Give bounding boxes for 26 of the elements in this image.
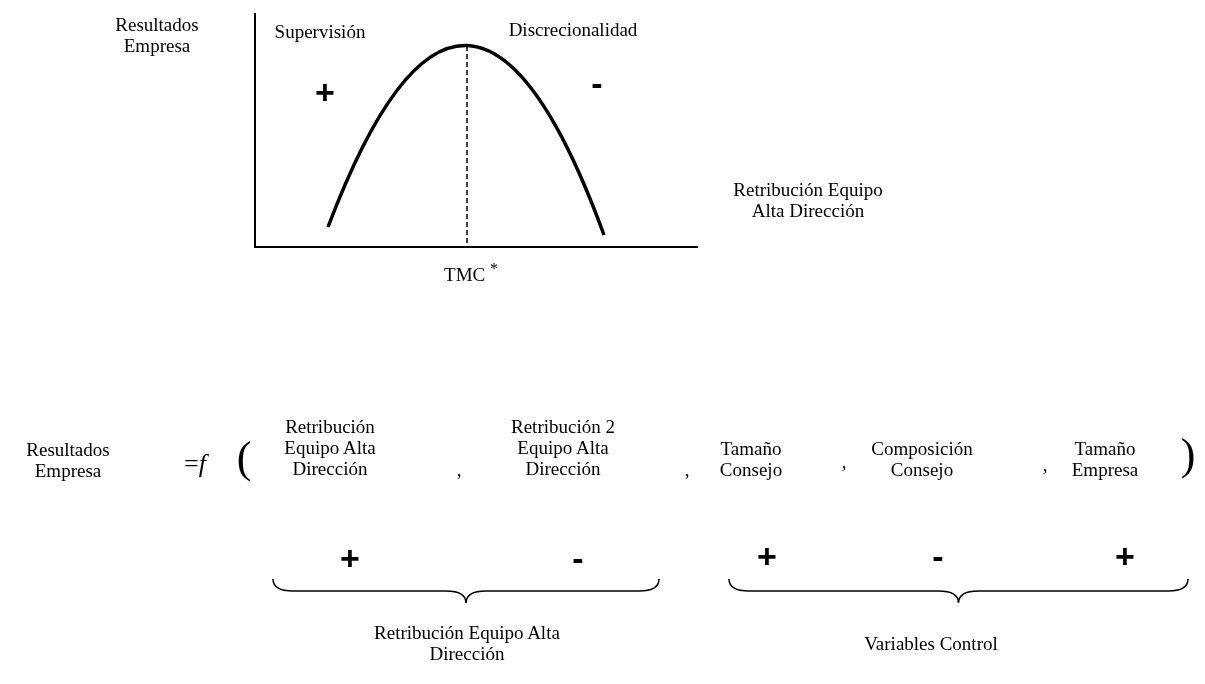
formula-term: Tamaño Consejo <box>718 439 784 481</box>
sign: - <box>572 540 584 578</box>
formula-symbol: ) <box>1180 430 1196 480</box>
brace-label: Variables Control <box>864 633 998 655</box>
sign: + <box>1115 538 1135 576</box>
region-label: Supervisión <box>274 21 366 43</box>
formula-term: Composición Consejo <box>870 439 974 481</box>
sign: + <box>757 538 777 576</box>
formula-term: Retribución 2 Equipo Alta Dirección <box>510 416 616 480</box>
formula-term: Retribución Equipo Alta Dirección <box>283 416 377 480</box>
formula-term: Resultados Empresa <box>25 440 111 482</box>
axis-label: Retribución Equipo Alta Dirección <box>732 180 884 222</box>
formula-symbol: , <box>456 459 462 481</box>
sign: - <box>932 538 944 576</box>
sign: + <box>315 74 335 112</box>
formula-symbol: , <box>1042 454 1048 476</box>
tick-label: TMC $^{*}$ <box>444 259 498 287</box>
formula-term: Tamaño Empresa <box>1070 439 1140 481</box>
formula-symbol: ( <box>236 433 252 483</box>
formula-symbol: , <box>841 451 847 473</box>
axis-label: Resultados Empresa <box>114 15 200 57</box>
formula-symbol: , <box>684 459 690 481</box>
sign: + <box>340 540 360 578</box>
region-label: Discrecionalidad <box>508 19 638 41</box>
brace-label: Retribución Equipo Alta Dirección <box>373 623 561 665</box>
sign: - <box>591 65 603 103</box>
